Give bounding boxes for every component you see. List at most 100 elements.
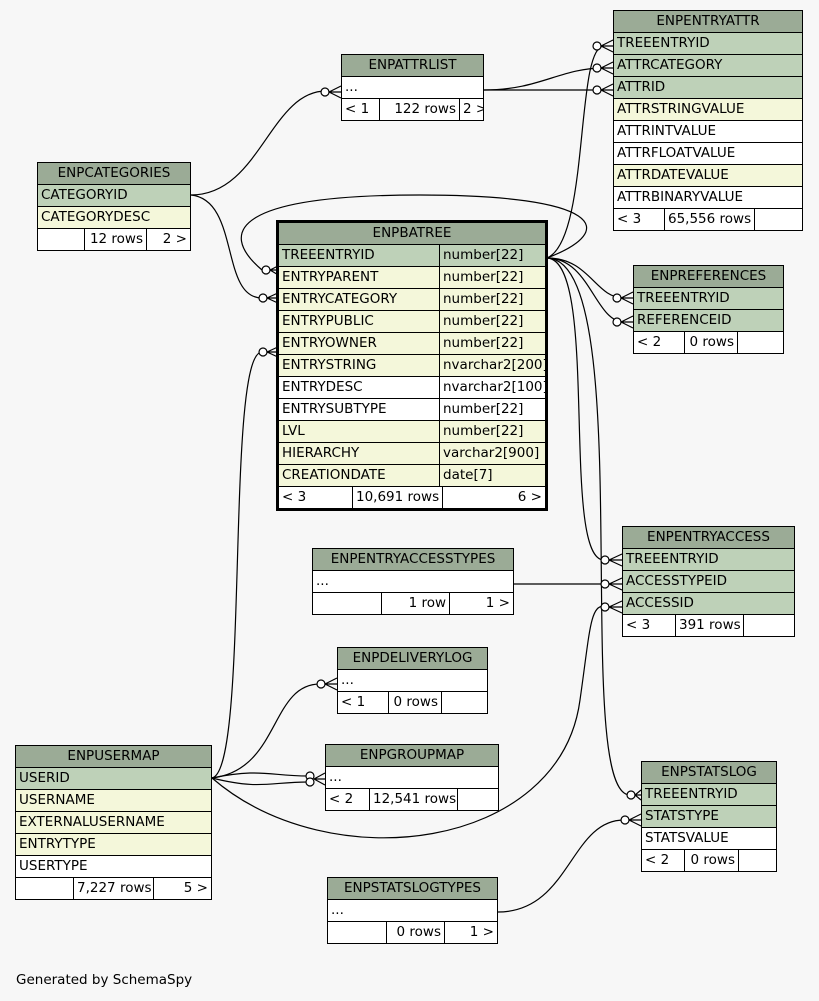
child-count[interactable] [737,332,783,353]
row-count[interactable]: 12 rows [84,229,146,250]
child-count[interactable] [457,789,498,810]
child-count[interactable] [754,209,802,230]
column-row[interactable]: USERNAME [16,790,211,812]
parent-count[interactable]: < 3 [617,211,642,227]
column-row[interactable]: ENTRYTYPE [16,834,211,856]
collapsed-columns-row[interactable]: ... [326,767,498,789]
row-count[interactable]: 391 rows [675,615,743,636]
table-title[interactable]: ENPBATREE [279,223,545,245]
column-row[interactable]: USERID [16,768,211,790]
column-row[interactable]: EXTERNALUSERNAME [16,812,211,834]
column-row[interactable]: TREEENTRYID [642,784,776,806]
child-count[interactable] [738,850,776,871]
child-count[interactable]: 6 > [442,487,545,508]
child-count[interactable]: 2 > [146,229,190,250]
parent-count[interactable] [313,593,381,614]
parent-count[interactable] [328,922,386,943]
table-title[interactable]: ENPCATEGORIES [38,163,190,185]
table-title[interactable]: ENPREFERENCES [634,266,783,288]
collapsed-columns-row[interactable]: ... [342,77,483,99]
column-row[interactable]: ACCESSTYPEID [623,571,794,593]
row-count[interactable]: 122 rows [379,99,459,120]
column-name: ... [329,769,342,785]
parent-count[interactable]: < 3 [282,489,307,505]
row-count[interactable]: 0 rows [684,332,737,353]
parent-count[interactable] [38,229,84,250]
column-row[interactable]: CATEGORYDESC [38,207,190,229]
table-title[interactable]: ENPSTATSLOG [642,762,776,784]
row-count[interactable]: 0 rows [386,922,444,943]
column-row[interactable]: ATTRFLOATVALUE [614,143,802,165]
child-count[interactable]: 5 > [153,878,211,899]
collapsed-columns-row[interactable]: ... [338,670,487,692]
table-title[interactable]: ENPGROUPMAP [326,745,498,767]
row-count[interactable]: 1 row [381,593,449,614]
column-row[interactable]: CATEGORYID [38,185,190,207]
table-title[interactable]: ENPATTRLIST [342,55,483,77]
child-count[interactable]: 1 > [444,922,497,943]
column-row[interactable]: ATTRCATEGORY [614,55,802,77]
row-count[interactable]: 10,691 rows [352,487,442,508]
parent-count[interactable] [16,878,73,899]
table-title[interactable]: ENPDELIVERYLOG [338,648,487,670]
collapsed-columns-row[interactable]: ... [328,900,497,922]
child-count[interactable] [441,692,487,713]
parent-count[interactable]: < 3 [626,617,651,633]
table-enpgroupmap[interactable]: ENPGROUPMAP... < 2 12,541 rows [325,744,499,811]
table-title[interactable]: ENPENTRYACCESSTYPES [313,549,513,571]
column-row[interactable]: ACCESSID [623,593,794,615]
column-row[interactable]: ATTRDATEVALUE [614,165,802,187]
child-count[interactable]: 2 > [459,99,483,120]
parent-count[interactable]: < 1 [341,694,366,710]
column-row[interactable]: TREEENTRYID [623,549,794,571]
column-row[interactable]: STATSVALUE [642,828,776,850]
table-title[interactable]: ENPENTRYACCESS [623,527,794,549]
parent-count[interactable]: < 2 [637,334,662,350]
table-title[interactable]: ENPENTRYATTR [614,11,802,33]
parent-count[interactable]: < 2 [329,791,354,807]
row-count[interactable]: 7,227 rows [73,878,153,899]
child-count[interactable] [743,615,794,636]
column-row[interactable]: ATTRID [614,77,802,99]
row-count[interactable]: 12,541 rows [369,789,457,810]
row-count[interactable]: 0 rows [388,692,441,713]
parent-count[interactable]: < 2 [645,852,670,868]
column-row[interactable]: TREEENTRYID [634,288,783,310]
column-row[interactable]: REFERENCEID [634,310,783,332]
row-count[interactable]: 65,556 rows [664,209,754,230]
column-row[interactable]: STATSTYPE [642,806,776,828]
column-row[interactable]: TREEENTRYID [614,33,802,55]
row-count[interactable]: 0 rows [684,850,738,871]
column-row[interactable]: ATTRSTRINGVALUE [614,99,802,121]
parent-count[interactable]: < 1 [345,101,370,117]
table-enpdeliverylog[interactable]: ENPDELIVERYLOG... < 1 0 rows [337,647,488,714]
table-title[interactable]: ENPUSERMAP [16,746,211,768]
column-row[interactable]: ATTRBINARYVALUE [614,187,802,209]
collapsed-columns-row[interactable]: ... [313,571,513,593]
column-row[interactable]: USERTYPE [16,856,211,878]
child-count[interactable]: 1 > [449,593,513,614]
table-title[interactable]: ENPSTATSLOGTYPES [328,878,497,900]
column-row[interactable]: ATTRINTVALUE [614,121,802,143]
